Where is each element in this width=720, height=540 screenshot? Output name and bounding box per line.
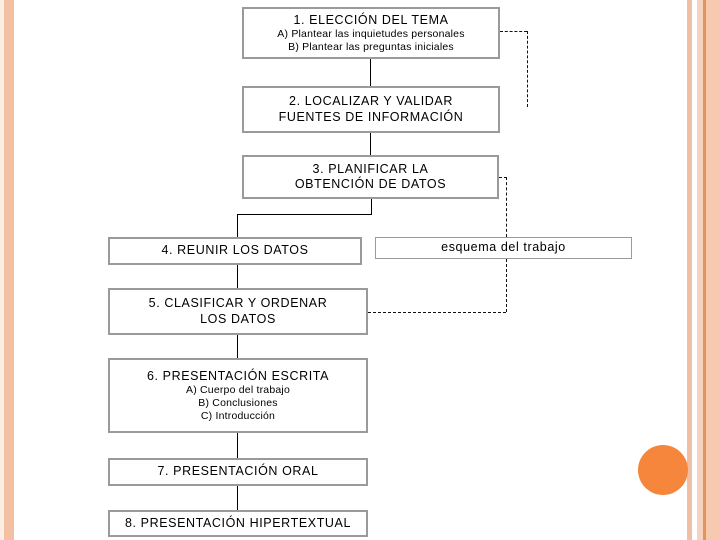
connector-step6-step7 [237, 433, 238, 458]
step-6-title: 6. PRESENTACIÓN ESCRITA [146, 368, 330, 383]
connector-elbow-step4 [237, 214, 238, 237]
connector-step3-elbow-down [371, 199, 372, 214]
flow-step-7-box: 7. PRESENTACIÓN ORAL [108, 458, 368, 486]
flow-step-8-box: 8. PRESENTACIÓN HIPERTEXTUAL [108, 510, 368, 537]
right-accent-stripe-1 [687, 0, 692, 540]
flow-step-4-box: 4. REUNIR LOS DATOS [108, 237, 362, 265]
flow-step-2-box: 2. LOCALIZAR Y VALIDAR FUENTES DE INFORM… [242, 86, 500, 133]
right-accent-line [703, 0, 706, 540]
flow-step-3-box: 3. PLANIFICAR LA OBTENCIÓN DE DATOS [242, 155, 499, 199]
dashed-connector-step1-down [527, 31, 528, 107]
step-8-title: 8. PRESENTACIÓN HIPERTEXTUAL [124, 515, 352, 530]
step-7-title: 7. PRESENTACIÓN ORAL [157, 464, 319, 479]
flow-step-1-box: 1. ELECCIÓN DEL TEMA A) Plantear las inq… [242, 7, 500, 59]
connector-step7-step8 [237, 486, 238, 510]
step-3-line-2: OBTENCIÓN DE DATOS [294, 177, 447, 191]
right-accent-stripe-2 [697, 0, 703, 540]
connector-step2-step3 [370, 133, 371, 155]
step-1-subitem-b: B) Plantear las preguntas iniciales [288, 40, 454, 53]
left-edge-faint-stripe [0, 0, 4, 540]
step-6-subitem-c: C) Introducción [200, 409, 276, 422]
connector-step1-step2 [370, 59, 371, 86]
dashed-connector-step3-esquema [506, 177, 507, 237]
left-accent-stripe [4, 0, 14, 540]
step-4-title: 4. REUNIR LOS DATOS [161, 243, 309, 258]
step-2-line-1: 2. LOCALIZAR Y VALIDAR [289, 94, 453, 109]
step-2-line-2: FUENTES DE INFORMACIÓN [278, 109, 464, 124]
esquema-label: esquema del trabajo [441, 240, 566, 255]
step-5-line-1: 5. CLASIFICAR Y ORDENAR [148, 296, 328, 311]
step-5-line-2: LOS DATOS [200, 311, 276, 326]
dashed-connector-esquema-down [506, 259, 507, 312]
dashed-connector-step3-out [499, 177, 507, 178]
step-3-line-1: 3. PLANIFICAR LA [312, 161, 429, 176]
connector-step5-step6 [237, 335, 238, 358]
dashed-connector-step1-out [500, 31, 527, 32]
step-6-subitem-b: B) Conclusiones [198, 396, 278, 409]
right-accent-stripe-3 [706, 0, 720, 540]
connector-step4-step5 [237, 265, 238, 288]
step-1-subitem-a: A) Plantear las inquietudes personales [277, 27, 465, 40]
flow-step-6-box: 6. PRESENTACIÓN ESCRITA A) Cuerpo del tr… [108, 358, 368, 433]
esquema-del-trabajo-box: esquema del trabajo [375, 237, 632, 259]
flow-step-5-box: 5. CLASIFICAR Y ORDENAR LOS DATOS [108, 288, 368, 335]
connector-step3-elbow-across [237, 214, 372, 215]
step-6-subitem-a: A) Cuerpo del trabajo [185, 383, 290, 396]
orange-circle-decoration [638, 445, 688, 495]
dashed-connector-esquema-step5 [368, 312, 506, 313]
step-1-title: 1. ELECCIÓN DEL TEMA [293, 12, 449, 27]
